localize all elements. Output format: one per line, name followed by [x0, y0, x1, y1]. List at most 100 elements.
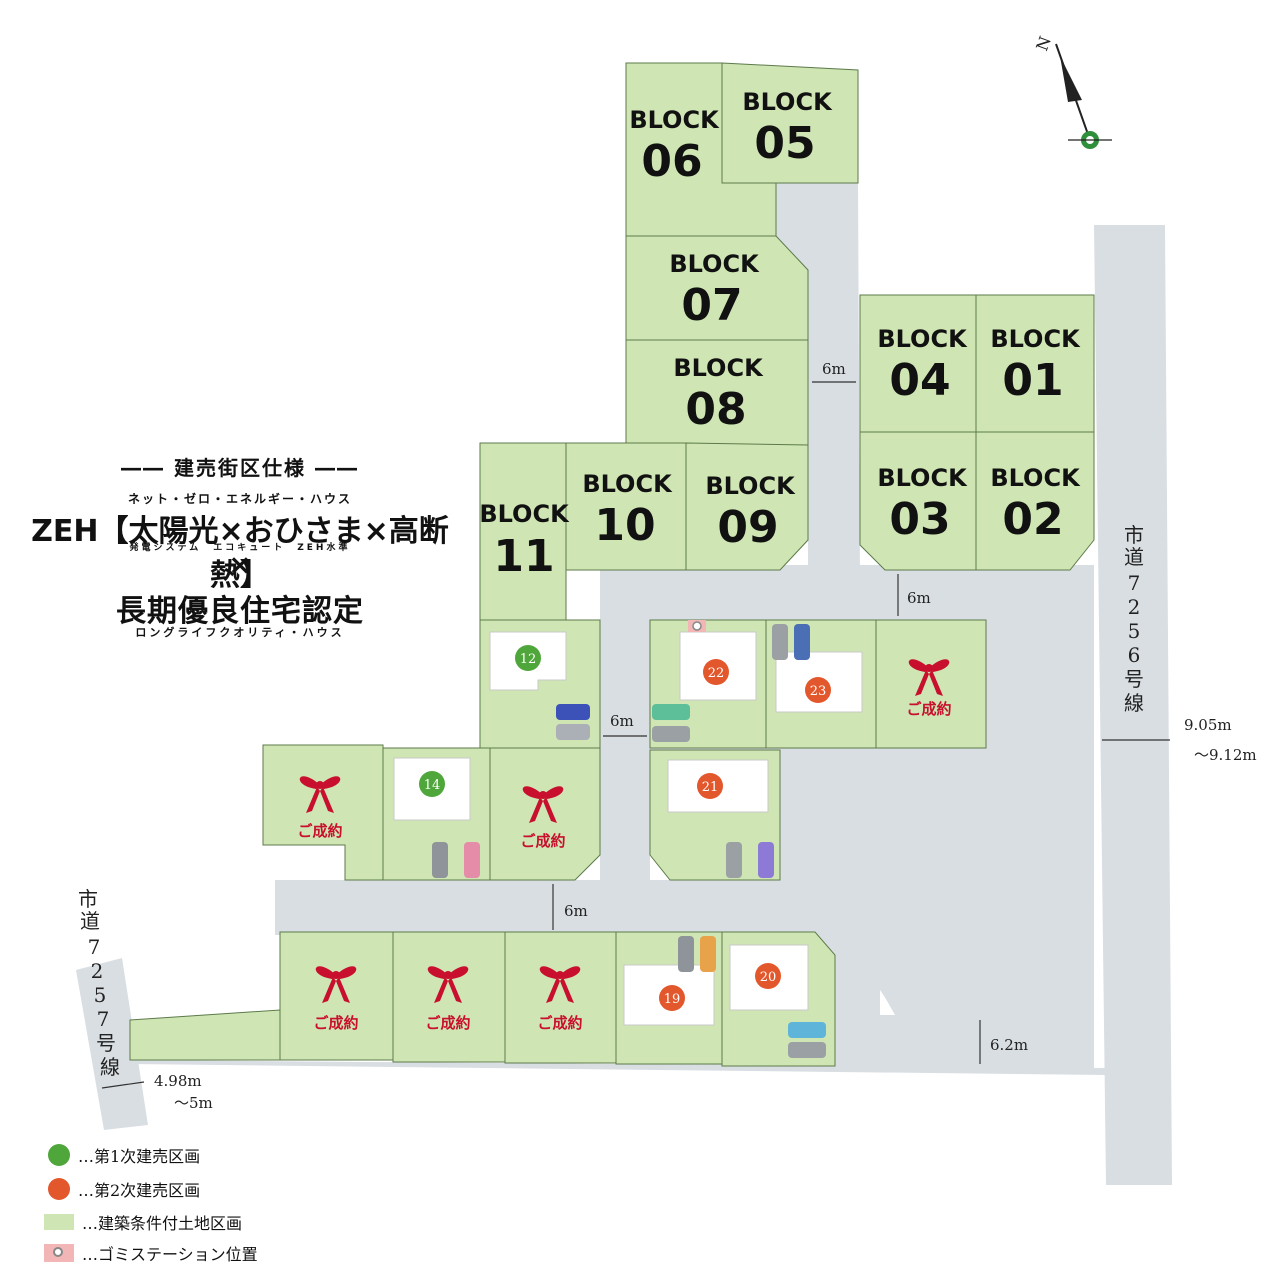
svg-text:21: 21	[702, 780, 719, 795]
inner-road-d	[780, 750, 1094, 1070]
parcel-west-strip	[129, 1009, 281, 1061]
inner-road-b	[600, 620, 650, 880]
svg-text:09: 09	[717, 502, 778, 553]
legend-label: …第1次建売区画	[78, 1147, 201, 1166]
legend-label: …建築条件付土地区画	[82, 1214, 243, 1233]
car-icon	[652, 704, 690, 720]
lot-12-marker: 12	[515, 645, 541, 671]
ribbon-icon	[522, 786, 564, 823]
lot-21-marker: 21	[697, 773, 723, 799]
lot-23-marker: 23	[805, 677, 831, 703]
parcel-sold-b	[262, 744, 384, 881]
dim-label: 6m	[822, 360, 846, 378]
svg-text:ご成約: ご成約	[520, 832, 565, 850]
legend-item-garbage: …ゴミステーション位置	[44, 1241, 258, 1265]
svg-text:N: N	[1032, 34, 1055, 54]
svg-text:BLOCK: BLOCK	[673, 354, 764, 382]
inner-road-c	[275, 880, 880, 935]
west-road	[76, 958, 148, 1130]
south-road	[130, 1060, 1106, 1075]
svg-text:2: 2	[91, 959, 104, 983]
svg-text:BLOCK: BLOCK	[742, 88, 833, 116]
svg-text:BLOCK: BLOCK	[705, 472, 796, 500]
parcel-block-09	[685, 442, 809, 571]
svg-text:BLOCK: BLOCK	[877, 325, 968, 353]
svg-text:2: 2	[1128, 595, 1141, 619]
road-name-east: 市 道 7 2 5 6 号 線	[1124, 523, 1144, 715]
dim-label: ～9.12m	[1194, 746, 1257, 764]
ribbon-icon	[427, 966, 469, 1003]
garbage-station-icon	[688, 620, 706, 632]
svg-text:BLOCK: BLOCK	[877, 464, 968, 492]
legend-item-land: …建築条件付土地区画	[44, 1210, 242, 1234]
svg-text:号: 号	[96, 1031, 116, 1055]
svg-text:線: 線	[1124, 691, 1144, 715]
legend-item-first-phase: …第1次建売区画	[44, 1143, 200, 1167]
svg-text:道: 道	[80, 909, 100, 933]
dim-label: 6m	[564, 902, 588, 920]
east-road	[1094, 225, 1172, 1185]
svg-text:ご成約: ご成約	[906, 700, 951, 718]
legend-label: …ゴミステーション位置	[82, 1245, 258, 1264]
svg-text:7: 7	[97, 1007, 110, 1031]
svg-text:08: 08	[685, 384, 746, 435]
car-icon	[772, 624, 788, 660]
parcel-block-05	[721, 62, 859, 184]
svg-text:5: 5	[94, 983, 107, 1007]
svg-text:7: 7	[1128, 571, 1141, 595]
svg-text:市: 市	[78, 887, 98, 911]
svg-text:12: 12	[520, 652, 537, 667]
svg-text:22: 22	[708, 666, 725, 681]
svg-text:23: 23	[810, 684, 827, 699]
svg-text:14: 14	[424, 778, 441, 793]
spec-zeh: ZEH【太陽光×おひさま×高断熱】	[31, 514, 449, 593]
legend-label: …第2次建売区画	[78, 1181, 201, 1200]
parcel-sold-f	[504, 931, 617, 1064]
ribbon-icon	[315, 966, 357, 1003]
svg-text:ご成約: ご成約	[313, 1014, 358, 1032]
dimensions: 6m 6m 6m 6m 6.2m 9.05m ～9.12m 4.98m ～5m	[101, 360, 1257, 1112]
green-dot-icon	[48, 1144, 70, 1166]
svg-text:BLOCK: BLOCK	[990, 325, 1081, 353]
car-icon	[652, 726, 690, 742]
dim-label: 4.98m	[154, 1072, 202, 1090]
svg-text:BLOCK: BLOCK	[629, 106, 720, 134]
parcel-sold-a	[875, 619, 987, 749]
car-icon	[788, 1022, 826, 1038]
sold-marker-d: ご成約	[313, 966, 359, 1032]
road-name-west: 市 道 7 2 5 7 号 線	[78, 887, 120, 1079]
legend-item-second-phase: …第2次建売区画	[44, 1177, 200, 1201]
svg-text:03: 03	[889, 494, 950, 545]
sold-marker-e: ご成約	[425, 966, 471, 1032]
ribbon-icon	[299, 776, 341, 813]
svg-text:01: 01	[1002, 355, 1063, 406]
car-icon	[432, 842, 448, 878]
svg-text:07: 07	[681, 280, 742, 331]
svg-text:BLOCK: BLOCK	[479, 500, 570, 528]
svg-text:ご成約: ご成約	[537, 1014, 582, 1032]
orange-dot-icon	[48, 1178, 70, 1200]
cars	[432, 624, 826, 1058]
lot-20-marker: 20	[755, 963, 781, 989]
sold-marker-b: ご成約	[297, 776, 343, 840]
car-icon	[726, 842, 742, 878]
spec-long-term-kana: ロングライフクオリティ・ハウス	[135, 626, 345, 639]
svg-text:20: 20	[760, 970, 777, 985]
parcel-sold-e	[392, 931, 506, 1063]
svg-text:10: 10	[594, 500, 655, 551]
svg-text:05: 05	[754, 118, 815, 169]
lot-19-marker: 19	[659, 985, 685, 1011]
dim-label: 6m	[610, 712, 634, 730]
svg-text:ご成約: ご成約	[425, 1014, 470, 1032]
car-icon	[464, 842, 480, 878]
svg-text:7: 7	[88, 935, 101, 959]
garbage-station-icon	[44, 1244, 74, 1262]
parcel-block-02	[975, 431, 1095, 571]
car-icon	[794, 624, 810, 660]
